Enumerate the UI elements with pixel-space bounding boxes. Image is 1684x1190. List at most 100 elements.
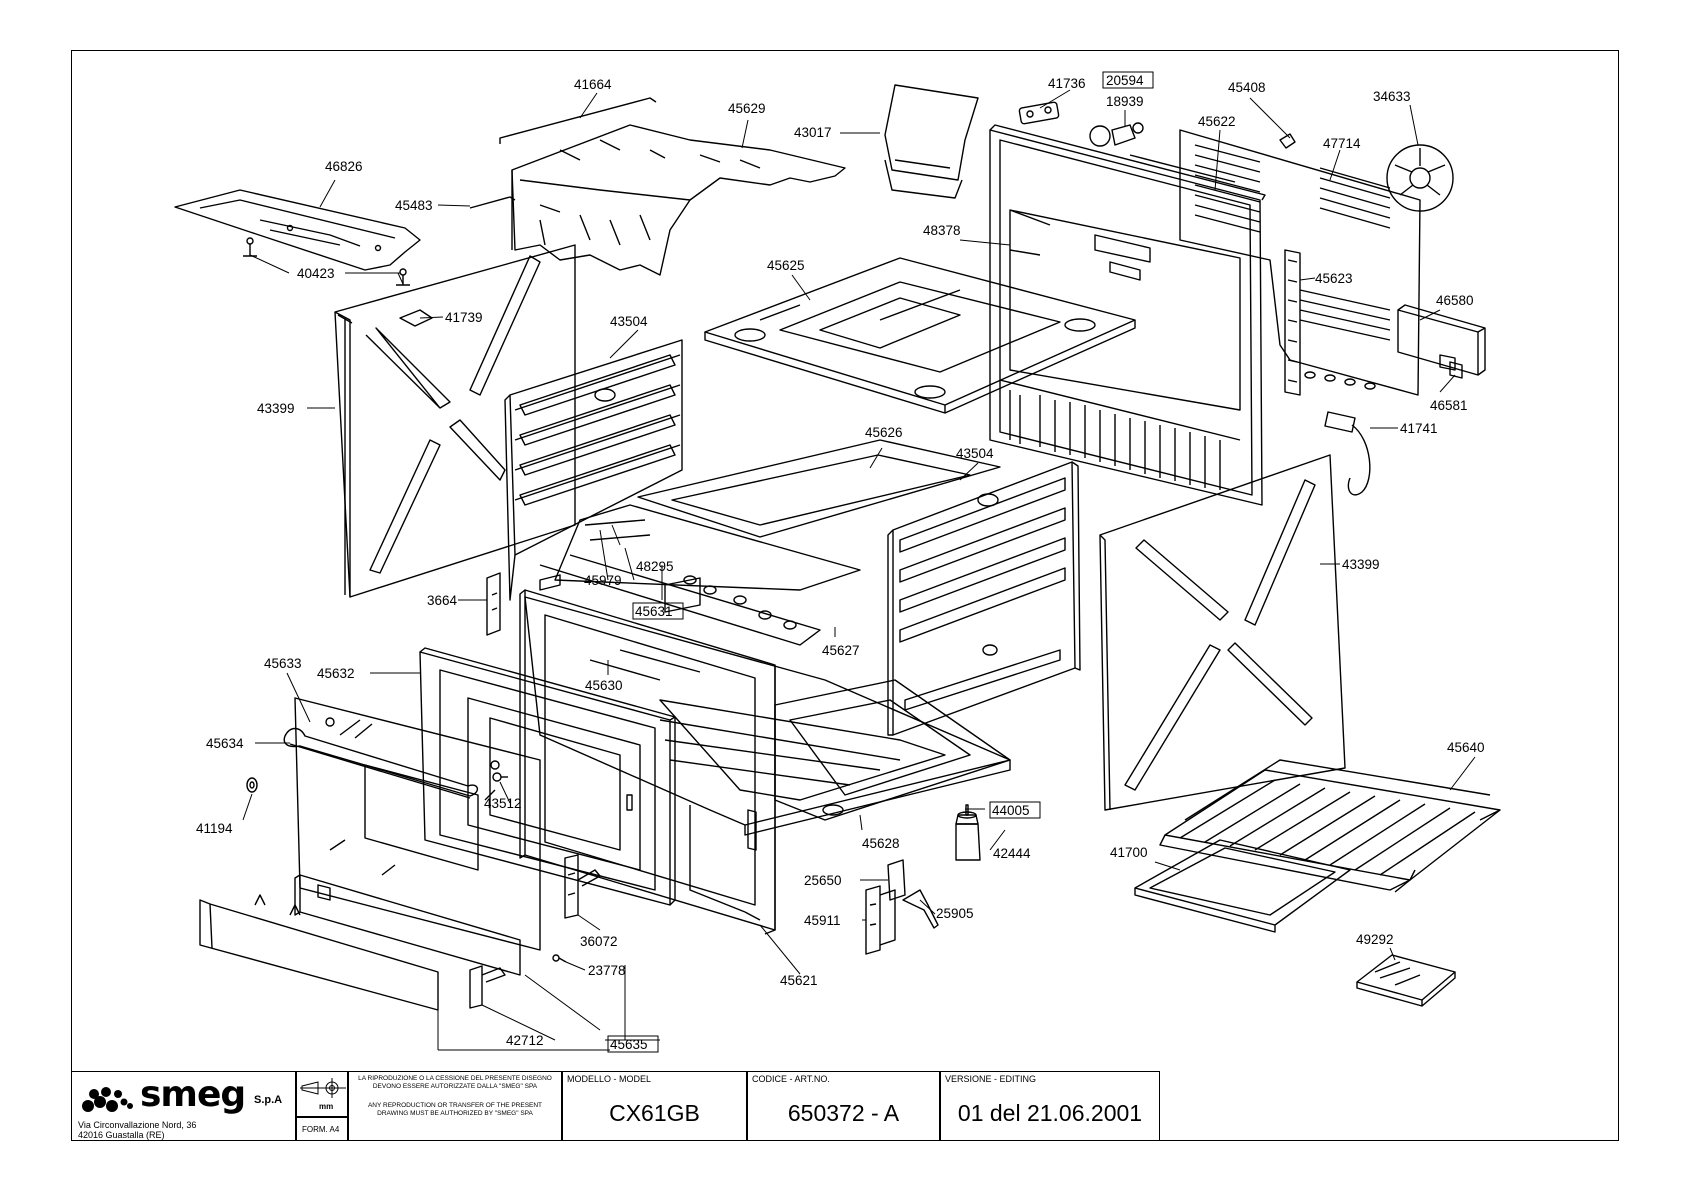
part-label: 43504: [610, 314, 648, 329]
part-label: 48295: [636, 559, 674, 574]
part-18939-lamp: [1089, 122, 1144, 147]
part-label: 3664: [427, 593, 458, 608]
part-45408-clip: [1279, 133, 1296, 149]
part-label: 45621: [780, 973, 818, 988]
part-label: 41741: [1400, 421, 1438, 436]
part-46581-bracket: [1449, 361, 1463, 379]
label-boxes: [607, 71, 1154, 1053]
part-43512-bolt: [492, 772, 508, 782]
code-value: 650372 - A: [787, 1100, 900, 1126]
part-25905-probe: [902, 889, 939, 929]
part-45629-insulation: [511, 124, 846, 276]
part-45630-front-frame: [519, 589, 776, 931]
brand-name: smeg: [140, 1074, 246, 1115]
part-label: 45634: [206, 736, 244, 751]
part-label: 25650: [804, 873, 842, 888]
unit-cell: mm: [296, 1071, 348, 1117]
part-label: 20594: [1106, 73, 1144, 88]
format-cell: FORM. A4: [296, 1117, 348, 1141]
part-45911-bracket: [865, 885, 896, 955]
part-45635-kickplate: [199, 874, 521, 1011]
part-label: 45630: [585, 678, 623, 693]
part-label: 45911: [804, 913, 841, 928]
part-label: 23778: [588, 963, 626, 978]
part-label: 43399: [257, 401, 295, 416]
unit-label: mm: [319, 1102, 334, 1111]
part-41194-washer: [246, 777, 258, 793]
part-45626-cavity: [539, 439, 1001, 646]
part-label: 44005: [992, 803, 1030, 818]
part-label: 25905: [936, 906, 974, 921]
part-label: 18939: [1106, 94, 1144, 109]
part-45625-top-plate: [704, 257, 1136, 414]
part-label: 36072: [580, 934, 618, 949]
part-label: 41664: [574, 77, 612, 92]
code-header: CODICE - ART.NO.: [752, 1074, 830, 1084]
part-label: 45408: [1228, 80, 1266, 95]
part-43017-shield: [884, 84, 979, 199]
smeg-logo-dots-icon: [82, 1087, 133, 1112]
notice-italian: LA RIPRODUZIONE O LA CESSIONE DEL PRESEN…: [358, 1075, 552, 1090]
part-25650-plate: [887, 859, 906, 901]
part-label: 45623: [1315, 271, 1353, 286]
model-value: CX61GB: [609, 1100, 700, 1126]
part-41736-bracket: [1018, 101, 1060, 125]
part-45622-rear-assembly: [989, 124, 1266, 506]
part-label: 43504: [956, 446, 994, 461]
version-value: 01 del 21.06.2001: [957, 1100, 1143, 1126]
part-label: 47714: [1323, 136, 1361, 151]
projection-symbol-icon: [300, 1078, 346, 1098]
part-label: 34633: [1373, 89, 1411, 104]
code-cell: CODICE - ART.NO. 650372 - A: [747, 1071, 940, 1141]
brand-suffix: S.p.A: [254, 1094, 283, 1106]
part-label: 45635: [610, 1037, 648, 1052]
address-line-2: 42016 Guastalla (RE): [78, 1130, 165, 1140]
part-label: 45632: [317, 666, 355, 681]
model-header: MODELLO - MODEL: [567, 1074, 652, 1084]
part-45640-wire-shelf: [1159, 759, 1501, 893]
part-label: 48378: [923, 223, 961, 238]
part-42444-tube: [955, 804, 981, 861]
part-label: 45979: [584, 573, 622, 588]
part-label: 41194: [196, 821, 233, 836]
part-41700-baking-tray: [1134, 839, 1351, 933]
address-line-1: Via Circonvallazione Nord, 36: [78, 1120, 197, 1130]
part-43504-side-rack-left: [504, 339, 683, 601]
part-42712-bracket: [469, 965, 506, 1009]
part-36072-hinge: [564, 854, 601, 919]
part-43504-side-rack-right: [887, 461, 1081, 736]
part-label: 45629: [728, 101, 766, 116]
part-label: 45483: [395, 198, 433, 213]
part-43399-side-panel-right: [1099, 454, 1346, 811]
part-46826-top-panel: [174, 189, 421, 286]
part-label: 49292: [1356, 932, 1394, 947]
part-label: 45622: [1198, 114, 1236, 129]
part-label: 43017: [794, 125, 832, 140]
part-label: 45627: [822, 643, 860, 658]
model-cell: MODELLO - MODEL CX61GB: [562, 1071, 747, 1141]
part-label: 45626: [865, 425, 903, 440]
part-label: 46581: [1430, 398, 1468, 413]
part-45627-inner-cavity: [524, 596, 1011, 836]
part-label: 43512: [484, 796, 522, 811]
part-label: 41736: [1048, 76, 1086, 91]
part-label: 40423: [297, 266, 335, 281]
part-label: 45631: [635, 604, 673, 619]
part-45483-rod: [469, 196, 516, 209]
part-label: 45633: [264, 656, 302, 671]
part-number-labels: 41664 45629 43017 41736 20594 18939 4540…: [196, 73, 1485, 1052]
part-label: 41739: [445, 310, 483, 325]
part-label: 46826: [325, 159, 363, 174]
part-45633-outer-glass: [294, 697, 541, 951]
part-43399-side-panel-left: [334, 244, 576, 598]
part-label: 43399: [1342, 557, 1380, 572]
part-23778-screw: [552, 954, 567, 963]
part-3664-hinge: [486, 572, 501, 636]
part-49292-manual: [1356, 954, 1456, 1007]
part-label: 45640: [1447, 740, 1485, 755]
part-label: 42712: [506, 1033, 544, 1048]
part-label: 46580: [1436, 293, 1474, 308]
part-41664-wire: [499, 97, 657, 144]
part-label: 42444: [993, 846, 1031, 861]
part-label: 41700: [1110, 845, 1148, 860]
